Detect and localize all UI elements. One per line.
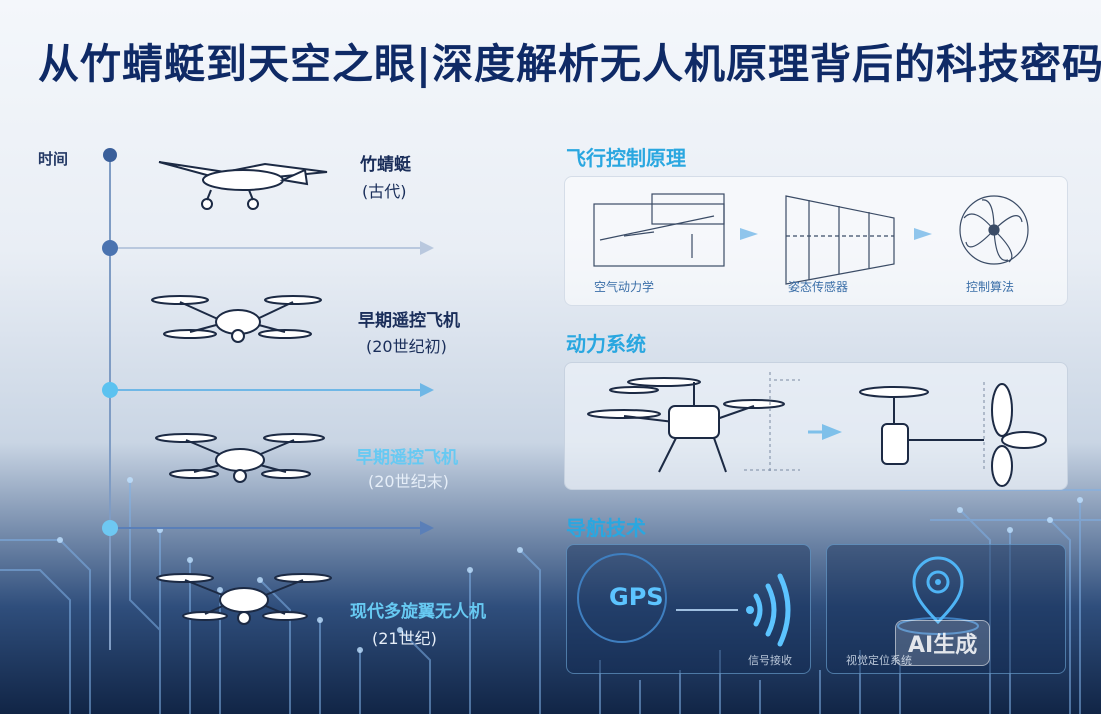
era-name: 现代多旋翼无人机 — [350, 602, 486, 622]
caption-control-algorithm: 控制算法 — [966, 280, 1015, 294]
flight-control-diagrams — [593, 193, 1029, 285]
era-name: 竹蜻蜓 — [360, 155, 411, 175]
timeline-heading: 时间 — [38, 150, 69, 168]
caption-signal: 信号接收 — [748, 654, 792, 667]
era-date: (20世纪末) — [368, 472, 449, 491]
multirotor-drone-sketch — [156, 573, 332, 625]
power-system-diagrams — [587, 372, 1047, 487]
rc-drone-sketch — [155, 433, 325, 483]
navigation-heading: 导航技术 — [566, 516, 646, 540]
circuit-background — [0, 477, 1101, 714]
flight-control-heading: 飞行控制原理 — [566, 146, 686, 170]
timeline-node — [102, 240, 118, 256]
gps-diagram — [577, 553, 791, 647]
era-date: (21世纪) — [372, 629, 437, 648]
caption-aerodynamics: 空气动力学 — [594, 280, 655, 294]
power-system-heading: 动力系统 — [566, 332, 646, 356]
early-drone-sketch — [151, 295, 322, 343]
timeline-axis — [102, 148, 434, 650]
gps-label: GPS — [609, 583, 664, 611]
era-date: (古代) — [362, 182, 407, 201]
timeline-node — [102, 382, 118, 398]
page-title: 从竹蜻蜓到天空之眼|深度解析无人机原理背后的科技密码 — [38, 40, 1101, 88]
bamboo-dragonfly-sketch — [158, 161, 328, 210]
era-date: (20世纪初) — [366, 337, 447, 356]
timeline-node — [103, 148, 117, 162]
caption-attitude-sensor: 姿态传感器 — [788, 280, 849, 294]
visual-positioning-panel — [826, 544, 1066, 674]
era-name: 早期遥控飞机 — [358, 311, 460, 331]
ai-generated-watermark: AI生成 — [895, 620, 991, 666]
location-pin-icon — [935, 579, 941, 585]
era-name: 早期遥控飞机 — [356, 448, 458, 468]
timeline-node — [102, 520, 118, 536]
